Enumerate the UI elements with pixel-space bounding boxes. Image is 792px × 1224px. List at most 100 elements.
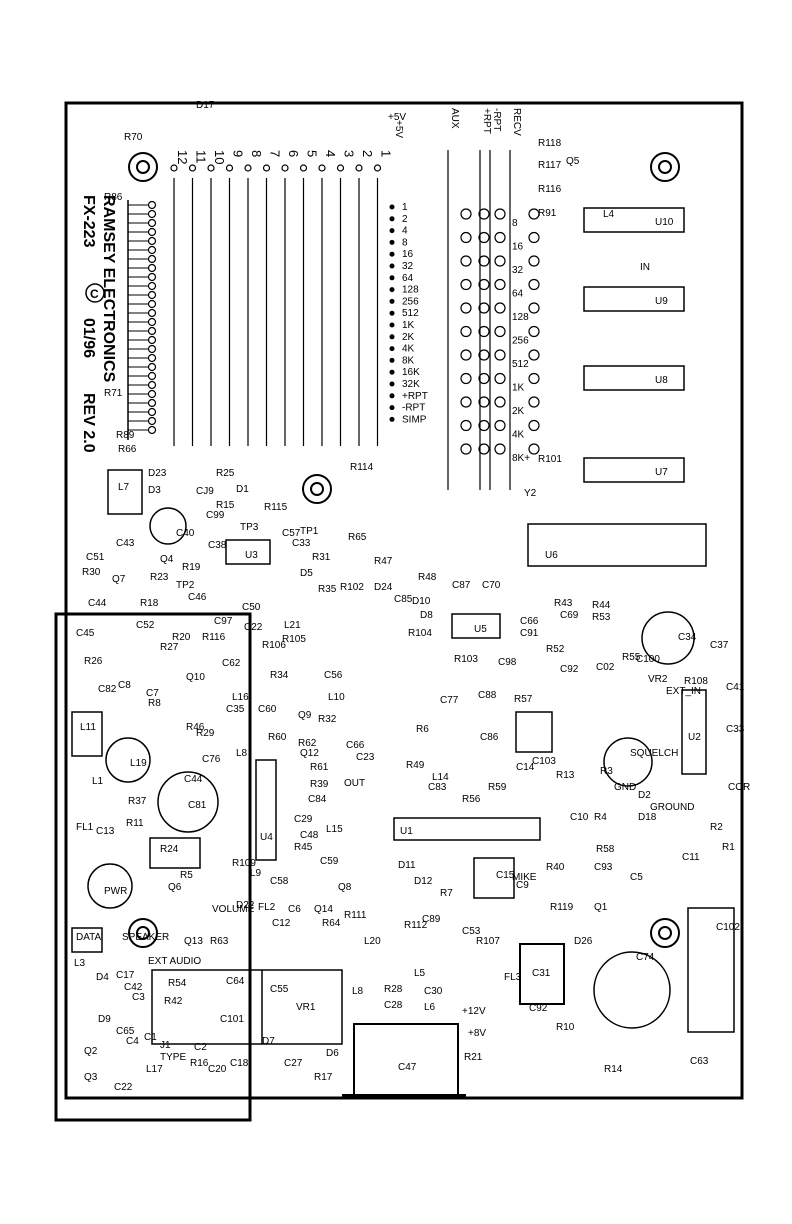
dip-bit-label: 32K <box>402 379 420 390</box>
component-label: R116 <box>538 184 562 195</box>
component-label: R115 <box>264 502 288 513</box>
svg-text:U10: U10 <box>655 217 674 228</box>
label-5v: +5V <box>393 120 404 138</box>
component-label: L21 <box>284 620 301 631</box>
dip-number-group: 4 <box>323 150 338 157</box>
component-label: D17 <box>196 100 215 111</box>
bus-pad <box>494 443 506 455</box>
capacitor-c74 <box>71 927 103 953</box>
company-name: RAMSEY ELECTRONICS <box>100 195 117 383</box>
svg-text:U1: U1 <box>400 826 413 837</box>
bit-pad <box>389 405 395 411</box>
component-label: L7 <box>118 482 130 493</box>
component-label: C87 <box>452 580 471 591</box>
component-label: R4 <box>594 812 607 823</box>
component-label: R106 <box>262 640 286 651</box>
component-label: C66 <box>346 740 365 751</box>
resistor-pad <box>147 353 157 363</box>
bus-pad <box>494 231 506 244</box>
dip-bit-label: SIMP <box>402 414 427 425</box>
component-label: R47 <box>374 556 393 567</box>
dip-bit-label: 16K <box>402 367 420 378</box>
dip-bit-label: 32 <box>402 261 414 272</box>
component-label: C59 <box>320 856 339 867</box>
component-label: R35 <box>318 584 337 595</box>
bit-pad <box>389 334 395 340</box>
component-label: C48 <box>300 830 319 841</box>
component-label: R1 <box>722 842 735 853</box>
component-label: L16 <box>232 692 249 703</box>
component-label: FL2 <box>258 902 276 913</box>
inductor-l7 <box>107 469 143 515</box>
component-label: C50 <box>242 602 261 613</box>
resistor-pad <box>147 272 157 282</box>
dip-number: 8 <box>249 150 264 157</box>
regulator-vr1 <box>519 943 565 1005</box>
component-label: L20 <box>364 936 381 947</box>
dip-pad <box>373 164 382 172</box>
component-label: C51 <box>86 552 105 563</box>
component-label: D8 <box>420 610 433 621</box>
component-label: TP3 <box>240 522 259 533</box>
component-label: Q14 <box>314 904 333 915</box>
resistor-pad <box>147 218 157 228</box>
component-label: R15 <box>216 500 235 511</box>
component-label: C7 <box>146 688 159 699</box>
component-label: Q13 <box>184 936 203 947</box>
bus-pad <box>460 372 472 385</box>
component-label: C23 <box>356 752 375 763</box>
component-label: R8 <box>148 698 161 709</box>
component-label: C8 <box>118 680 131 691</box>
component-label: L4 <box>603 209 615 220</box>
component-label: D26 <box>574 936 593 947</box>
dip-number: 7 <box>268 150 283 157</box>
dip-pad <box>336 164 345 172</box>
highlight-box <box>54 612 252 1122</box>
component-label: R23 <box>150 572 169 583</box>
component-label: R2 <box>710 822 723 833</box>
component-label: R119 <box>550 902 574 913</box>
component-label: R20 <box>172 632 191 643</box>
resistor-pad <box>147 317 157 327</box>
right-bit-label: 256 <box>512 336 529 347</box>
component-label: R59 <box>488 782 507 793</box>
bus-pad <box>460 396 472 408</box>
dip-bit-label: 4K <box>402 344 415 355</box>
ic-outline-u2: U2 <box>681 689 707 775</box>
component-label: C83 <box>428 782 447 793</box>
component-label: C31 <box>532 968 551 979</box>
electrolytic-capacitor-c40 <box>149 507 187 545</box>
component-label: C22 <box>244 622 263 633</box>
component-label: R31 <box>312 552 331 563</box>
component-label: R107 <box>476 936 500 947</box>
electrolytic-capacitor-c34 <box>641 611 695 665</box>
mounting-hole <box>128 918 158 948</box>
component-label: Q6 <box>168 882 182 893</box>
component-label: L15 <box>326 824 343 835</box>
component-label: C11 <box>682 852 700 863</box>
component-label: C56 <box>324 670 343 681</box>
component-labels: R70D17+5VR86R71R89R66R118R117R116R91R101… <box>74 100 750 1093</box>
electrolytic-capacitor-c42 <box>593 951 671 1029</box>
component-label: C12 <box>272 918 291 929</box>
dip-bit-label: 8 <box>402 237 408 248</box>
bus-pad <box>478 231 490 244</box>
component-label: R116 <box>202 632 226 643</box>
board-revision: REV 2.0 <box>80 393 97 453</box>
dip-pad <box>281 164 289 172</box>
component-label: R60 <box>268 732 287 743</box>
svg-text:U7: U7 <box>655 467 668 478</box>
component-label: R37 <box>128 796 147 807</box>
component-label: C14 <box>516 762 535 773</box>
component-label: R3 <box>600 766 613 777</box>
component-label: R30 <box>82 567 101 578</box>
ic-outline-u6: U6 <box>527 523 707 567</box>
svg-text:C: C <box>90 287 99 301</box>
component-label: TP1 <box>300 526 319 537</box>
dip-number-group: 5 <box>305 150 320 157</box>
component-label: C45 <box>76 628 95 639</box>
component-label: R42 <box>164 996 183 1007</box>
component-label: R28 <box>384 984 403 995</box>
rotated-company-text: RAMSEY ELECTRONICS <box>100 195 117 383</box>
